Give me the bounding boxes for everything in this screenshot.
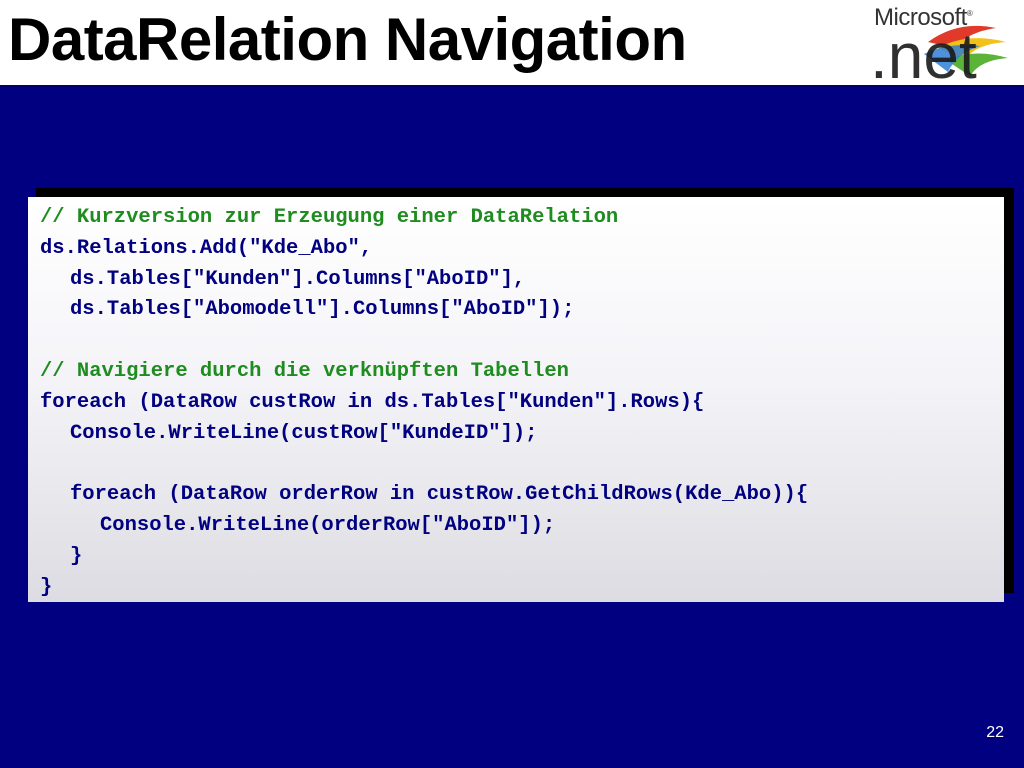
page-number: 22 [986,724,1004,741]
code-line: Console.WriteLine(orderRow["AboID"]); [100,513,556,537]
code-line: foreach (DataRow custRow in ds.Tables["K… [40,390,705,414]
logo-swoosh-green [946,53,1008,76]
code-line: Console.WriteLine(custRow["KundeID"]); [70,421,538,445]
code-block: // Kurzversion zur Erzeugung einer DataR… [28,197,1004,602]
code-comment-line: // Kurzversion zur Erzeugung einer DataR… [40,206,619,229]
slide-title: DataRelation Navigation [8,6,687,73]
slide-header: DataRelation Navigation .net Microsoft® [0,0,1024,87]
dotnet-logo: .net Microsoft® [868,2,1018,84]
dotnet-logo-graphic: .net [870,20,1008,84]
code-line: ds.Tables["Abomodell"].Columns["AboID"])… [70,298,575,322]
code-blank-line [40,326,1004,357]
logo-swoosh-blue [924,45,980,72]
logo-swoosh-red [928,25,996,48]
code-line: } [70,544,83,568]
code-line: ds.Tables["Kunden"].Columns["AboID"], [70,267,526,291]
code-blank-line [40,449,1004,480]
logo-product-text: .net [870,20,977,84]
code-line: } [40,575,53,599]
logo-brand-text: Microsoft® [874,4,973,31]
code-comment-line: // Navigiere durch die verknüpften Tabel… [40,359,569,383]
code-line: ds.Relations.Add("Kde_Abo", [40,236,373,260]
code-line: foreach (DataRow orderRow in custRow.Get… [70,483,809,507]
